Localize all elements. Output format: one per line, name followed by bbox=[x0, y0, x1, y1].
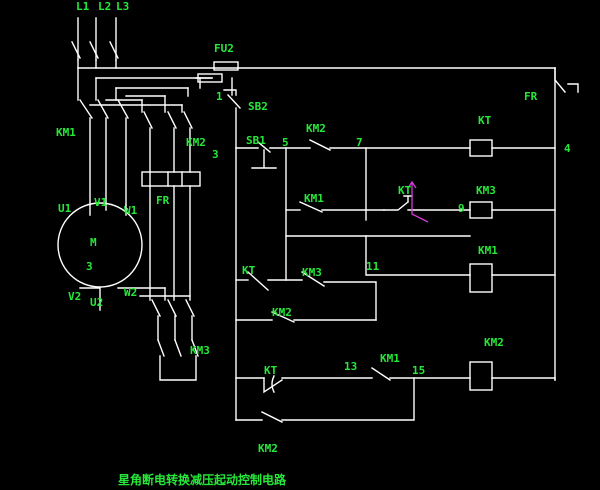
label-sb2: SB2 bbox=[248, 100, 268, 113]
label-fu2: FU2 bbox=[214, 42, 234, 55]
label-node5: 5 bbox=[282, 136, 289, 149]
label-sb1: SB1 bbox=[246, 134, 266, 147]
label-l1: L1 bbox=[76, 0, 90, 13]
cursor-marker bbox=[407, 180, 429, 223]
label-km1-aux2: KM1 bbox=[380, 352, 400, 365]
label-w2: W2 bbox=[124, 286, 137, 299]
control-circuit bbox=[195, 61, 579, 423]
label-kt-contact2: KT bbox=[242, 264, 256, 277]
label-node4: 4 bbox=[564, 142, 571, 155]
label-v2: V2 bbox=[68, 290, 81, 303]
power-circuit bbox=[57, 17, 556, 381]
label-u2: U2 bbox=[90, 296, 103, 309]
label-v1: V1 bbox=[94, 196, 108, 209]
diagram-caption: 星角断电转换减压起动控制电路 bbox=[118, 472, 287, 487]
label-node3: 3 bbox=[212, 148, 219, 161]
label-l3: L3 bbox=[116, 0, 129, 13]
label-km1-aux: KM1 bbox=[304, 192, 324, 205]
label-node7: 7 bbox=[356, 136, 363, 149]
label-kt-coil: KT bbox=[478, 114, 492, 127]
label-km2-aux2: KM2 bbox=[272, 306, 292, 319]
labels: L1 L2 L3 FU2 FR 1 SB2 KM1 KM2 3 SB1 5 KM… bbox=[56, 0, 571, 455]
label-kt-contact1: KT bbox=[398, 184, 412, 197]
label-km2-aux: KM2 bbox=[306, 122, 326, 135]
label-node13: 13 bbox=[344, 360, 357, 373]
label-km2-bottom: KM2 bbox=[258, 442, 278, 455]
label-l2: L2 bbox=[98, 0, 111, 13]
label-motor-3: 3 bbox=[86, 260, 93, 273]
label-node1: 1 bbox=[216, 90, 223, 103]
label-km3-aux: KM3 bbox=[302, 266, 322, 279]
label-motor-m: M bbox=[90, 236, 97, 249]
label-km2-main: KM2 bbox=[186, 136, 206, 149]
label-node15: 15 bbox=[412, 364, 425, 377]
label-fr-top: FR bbox=[524, 90, 538, 103]
label-fr-relay: FR bbox=[156, 194, 170, 207]
label-km1-coil: KM1 bbox=[478, 244, 498, 257]
label-w1: W1 bbox=[124, 204, 138, 217]
label-node9: 9 bbox=[458, 202, 465, 215]
label-node11: 11 bbox=[366, 260, 380, 273]
label-kt-contact3: KT bbox=[264, 364, 278, 377]
label-km3-main: KM3 bbox=[190, 344, 210, 357]
label-km1-main: KM1 bbox=[56, 126, 76, 139]
label-u1: U1 bbox=[58, 202, 72, 215]
label-km2-coil: KM2 bbox=[484, 336, 504, 349]
label-km3-coil: KM3 bbox=[476, 184, 496, 197]
